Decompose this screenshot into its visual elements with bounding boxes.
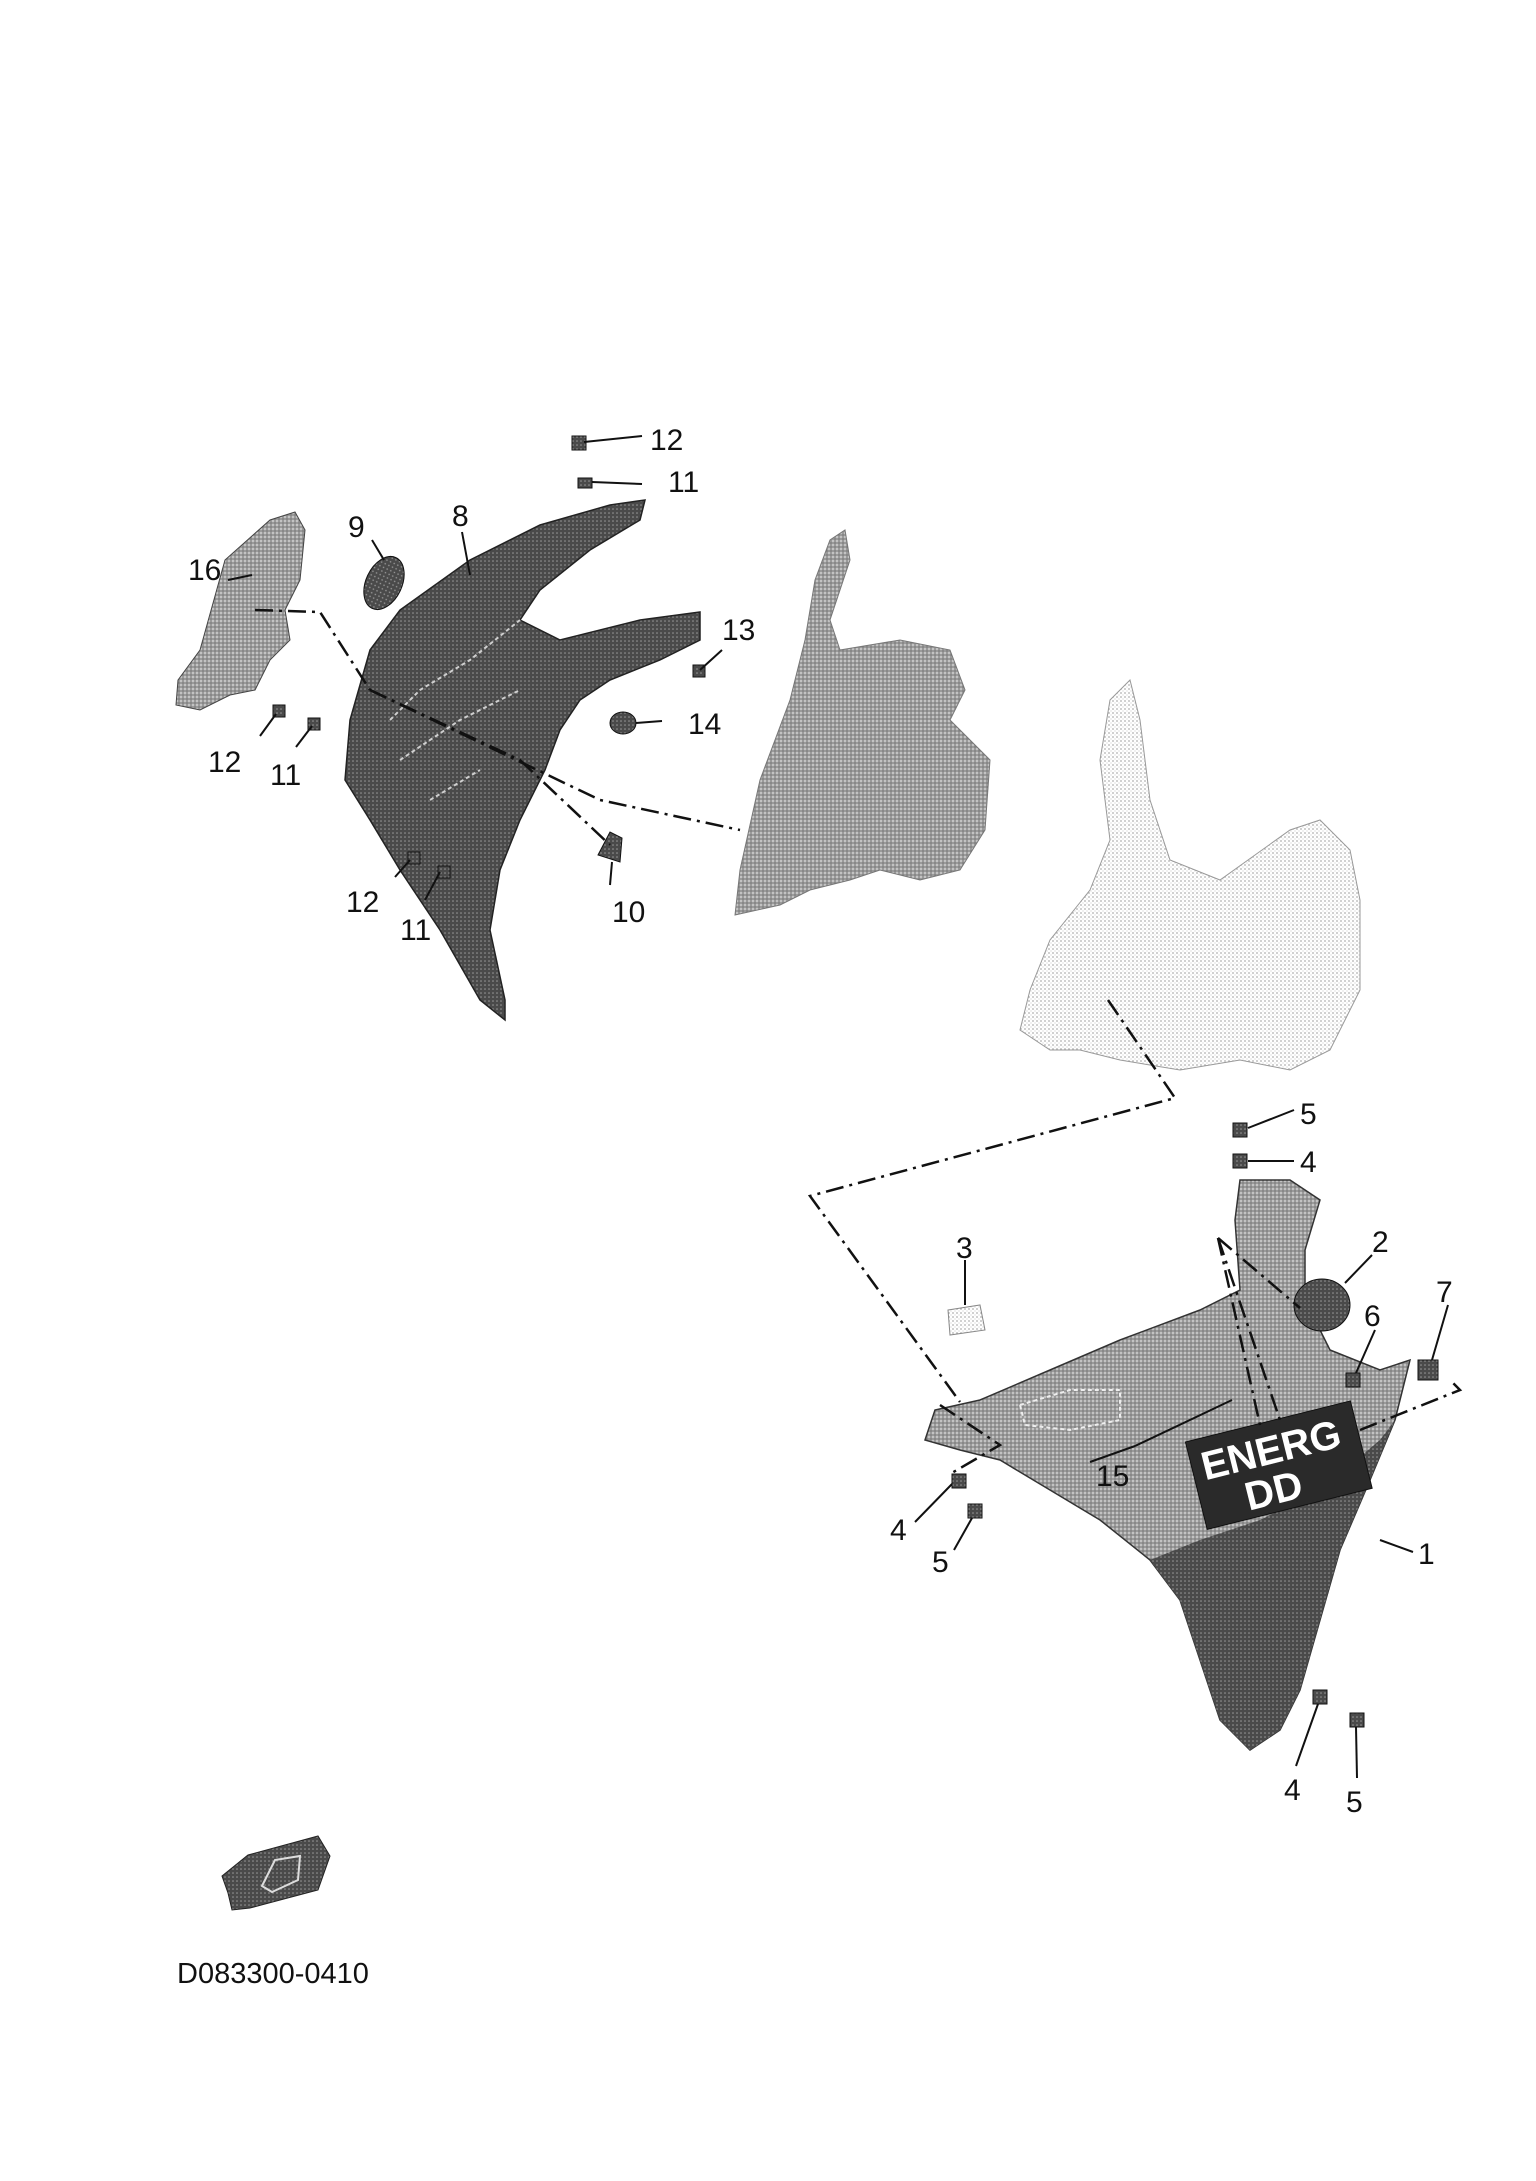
part-1-dashed-opening [1018, 1389, 1121, 1432]
callout-12-lower: 12 [346, 886, 379, 919]
part-7-nut [1417, 1359, 1439, 1381]
document-code: D083300-0410 [177, 1958, 369, 1990]
air-duct-bracket [734, 529, 991, 916]
part-8-inner-panel [344, 499, 701, 1022]
leader-lines [227, 435, 1449, 1779]
part-1-dark-lower [1150, 1420, 1395, 1750]
callout-1: 1 [1418, 1538, 1435, 1571]
callout-8: 8 [452, 500, 469, 533]
callout-11-top: 11 [668, 466, 699, 499]
callout-11-lower: 11 [400, 914, 431, 947]
bolt-icon [272, 435, 1365, 1728]
part-3-clip [947, 1304, 986, 1336]
callout-3: 3 [956, 1232, 973, 1265]
callout-4-top: 4 [1300, 1146, 1317, 1179]
part-16-side-panel [175, 511, 306, 711]
part-14-grommet [609, 711, 637, 735]
part-2-grommet [1293, 1278, 1351, 1332]
part-15-decal: ENERG DD [1184, 1400, 1373, 1530]
assembly-link-lines [254, 608, 1463, 1476]
part-10-grommet [597, 831, 623, 863]
callout-12-top: 12 [650, 424, 683, 457]
callout-6: 6 [1364, 1300, 1381, 1333]
callout-7: 7 [1436, 1276, 1453, 1309]
callout-10: 10 [612, 896, 645, 929]
callout-4-left: 4 [890, 1514, 907, 1547]
callout-numbers: 12 11 9 8 16 13 14 12 11 12 11 10 5 4 2 … [188, 424, 1453, 1819]
callout-4-bottom: 4 [1284, 1774, 1301, 1807]
callout-13: 13 [722, 614, 755, 647]
callout-9: 9 [348, 511, 365, 544]
part-6-bolt [1345, 1372, 1361, 1388]
callout-16: 16 [188, 554, 221, 587]
callout-14: 14 [688, 708, 721, 741]
callout-12-left: 12 [208, 746, 241, 779]
callout-15: 15 [1096, 1460, 1129, 1493]
callout-11-left: 11 [270, 759, 301, 792]
front-direction-arrow-icon [221, 1835, 331, 1911]
callout-5-bottom: 5 [1346, 1786, 1363, 1819]
callout-2: 2 [1372, 1226, 1389, 1259]
inner-duct [1019, 679, 1361, 1071]
part-9-grommet [363, 556, 405, 610]
callout-5-left: 5 [932, 1546, 949, 1579]
callout-5-top: 5 [1300, 1098, 1317, 1131]
